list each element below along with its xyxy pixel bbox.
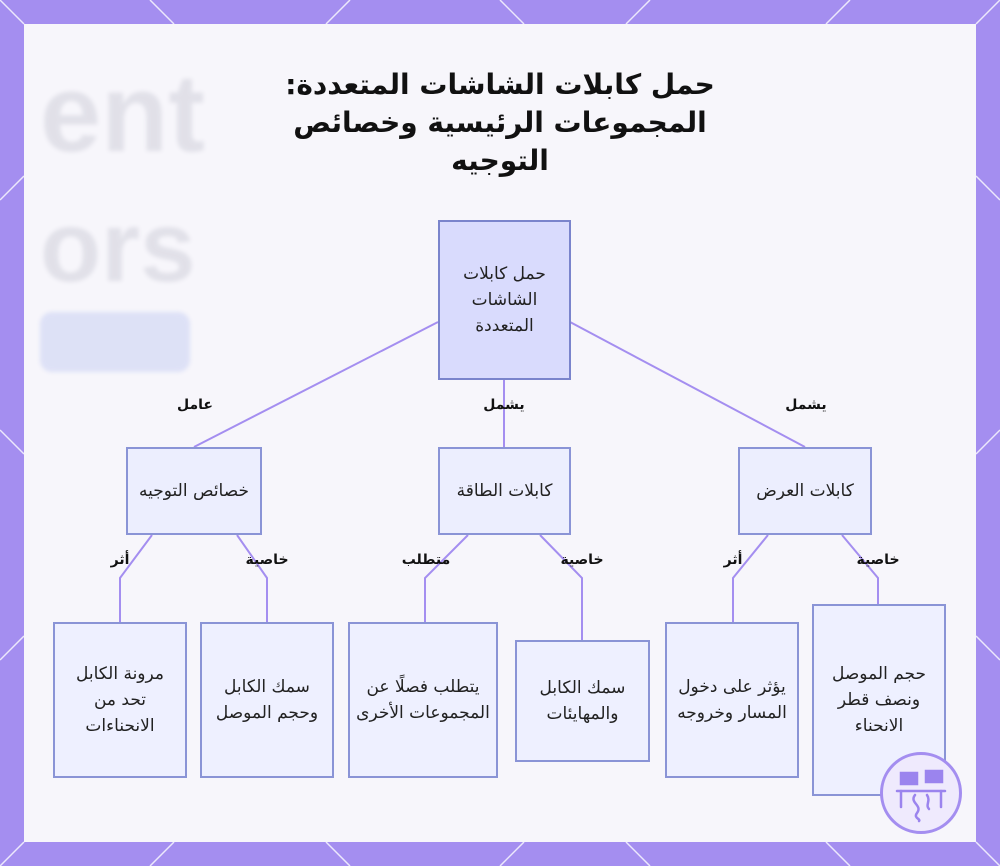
edge-power-separate [425, 535, 468, 622]
node-leaf-flex: مرونة الكابل تحد من الانحناءات [53, 622, 187, 778]
edge-label-root-display: يشمل [785, 397, 826, 413]
node-leaf-separate: يتطلب فصلًا عن المجموعات الأخرى [348, 622, 498, 778]
node-routing-label: خصائص التوجيه [139, 478, 249, 504]
desk-monitors-logo-icon [880, 752, 962, 834]
node-leaf-adapters-label: سمك الكابل والمهايئات [523, 675, 642, 727]
node-leaf-entry: يؤثر على دخول المسار وخروجه [665, 622, 799, 778]
node-routing: خصائص التوجيه [126, 447, 262, 535]
node-leaf-thick-size: سمك الكابل وحجم الموصل [200, 622, 334, 778]
edge-label-routing-size: خاصية [245, 552, 288, 568]
node-leaf-separate-label: يتطلب فصلًا عن المجموعات الأخرى [356, 674, 490, 726]
edge-label-power-separate: متطلب [402, 552, 451, 568]
edge-label-display-connector: خاصية [856, 552, 899, 568]
node-leaf-flex-label: مرونة الكابل تحد من الانحناءات [61, 661, 179, 739]
edge-display-entry [733, 535, 768, 622]
edge-label-display-entry: أثر [724, 552, 743, 568]
edge-label-root-power: يشمل [483, 397, 524, 413]
node-leaf-thick-size-label: سمك الكابل وحجم الموصل [208, 674, 326, 726]
node-display-label: كابلات العرض [756, 478, 854, 504]
node-leaf-connector-label: حجم الموصل ونصف قطر الانحناء [820, 661, 938, 739]
edge-routing-size [237, 535, 267, 622]
node-leaf-adapters: سمك الكابل والمهايئات [515, 640, 650, 762]
node-power-label: كابلات الطاقة [457, 478, 553, 504]
edge-label-root-routing: عامل [177, 397, 213, 413]
edge-root-routing [194, 322, 438, 447]
node-root-label: حمل كابلات الشاشات المتعددة [446, 261, 563, 339]
edge-routing-flex [120, 535, 152, 622]
node-leaf-entry-label: يؤثر على دخول المسار وخروجه [673, 674, 791, 726]
edge-display-connector [842, 535, 878, 604]
edge-label-power-adapters: خاصية [560, 552, 603, 568]
node-display: كابلات العرض [738, 447, 872, 535]
edge-label-routing-flex: أثر [111, 552, 130, 568]
node-root: حمل كابلات الشاشات المتعددة [438, 220, 571, 380]
edge-power-adapters [540, 535, 582, 640]
edge-root-display [570, 322, 805, 447]
node-power: كابلات الطاقة [438, 447, 571, 535]
